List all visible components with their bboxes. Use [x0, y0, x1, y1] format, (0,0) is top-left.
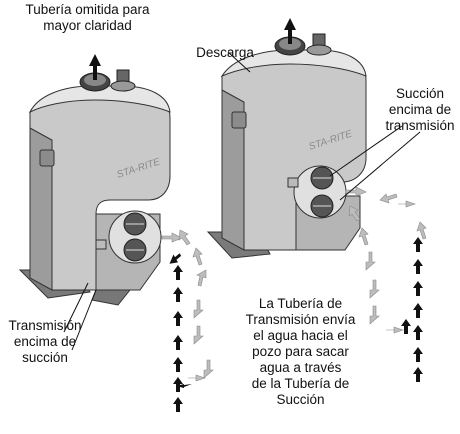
left-pump-body: STA-RITE: [18, 54, 171, 306]
explanation-line-7: Succión: [276, 392, 325, 407]
suction-over-drive-label: Succión encima de transmisión: [380, 86, 460, 134]
explanation-line-3: el agua hacia el: [253, 328, 348, 343]
explanation-line-2: Transmisión envía: [245, 312, 356, 327]
explanation-line-1: La Tubería de: [258, 296, 343, 311]
explanation-line-6: de la Tubería de: [251, 376, 350, 391]
suction-top-line-3: transmisión: [385, 118, 455, 133]
explanation-line-5: agua a través: [259, 360, 342, 375]
suction-top-line-1: Succión: [395, 86, 445, 101]
suction-top-line-2: encima de: [388, 102, 452, 117]
discharge-label: Descarga: [196, 45, 254, 60]
leader-lines: [63, 51, 421, 351]
right-pump-body: STA-RITE: [206, 18, 367, 259]
omitted-line-1: Tubería omitida para: [25, 2, 150, 17]
drive-line-3: succión: [22, 350, 68, 365]
omitted-piping-label: Tubería omitida para mayor claridad: [10, 2, 165, 34]
left-suction-flow: [161, 229, 214, 382]
explanation-line-4: pozo para sacar: [252, 344, 349, 359]
right-suction-flow: [345, 186, 427, 334]
drive-over-suction-label: Transmisión encima de succión: [0, 318, 90, 366]
omitted-line-2: mayor claridad: [43, 18, 132, 33]
explanation-text: La Tubería de Transmisión envía el agua …: [228, 296, 373, 408]
drive-line-2: encima de: [13, 334, 77, 349]
drive-line-1: Transmisión: [8, 318, 82, 333]
left-drive-flow: [169, 253, 192, 412]
right-drive-flow: [401, 237, 423, 382]
